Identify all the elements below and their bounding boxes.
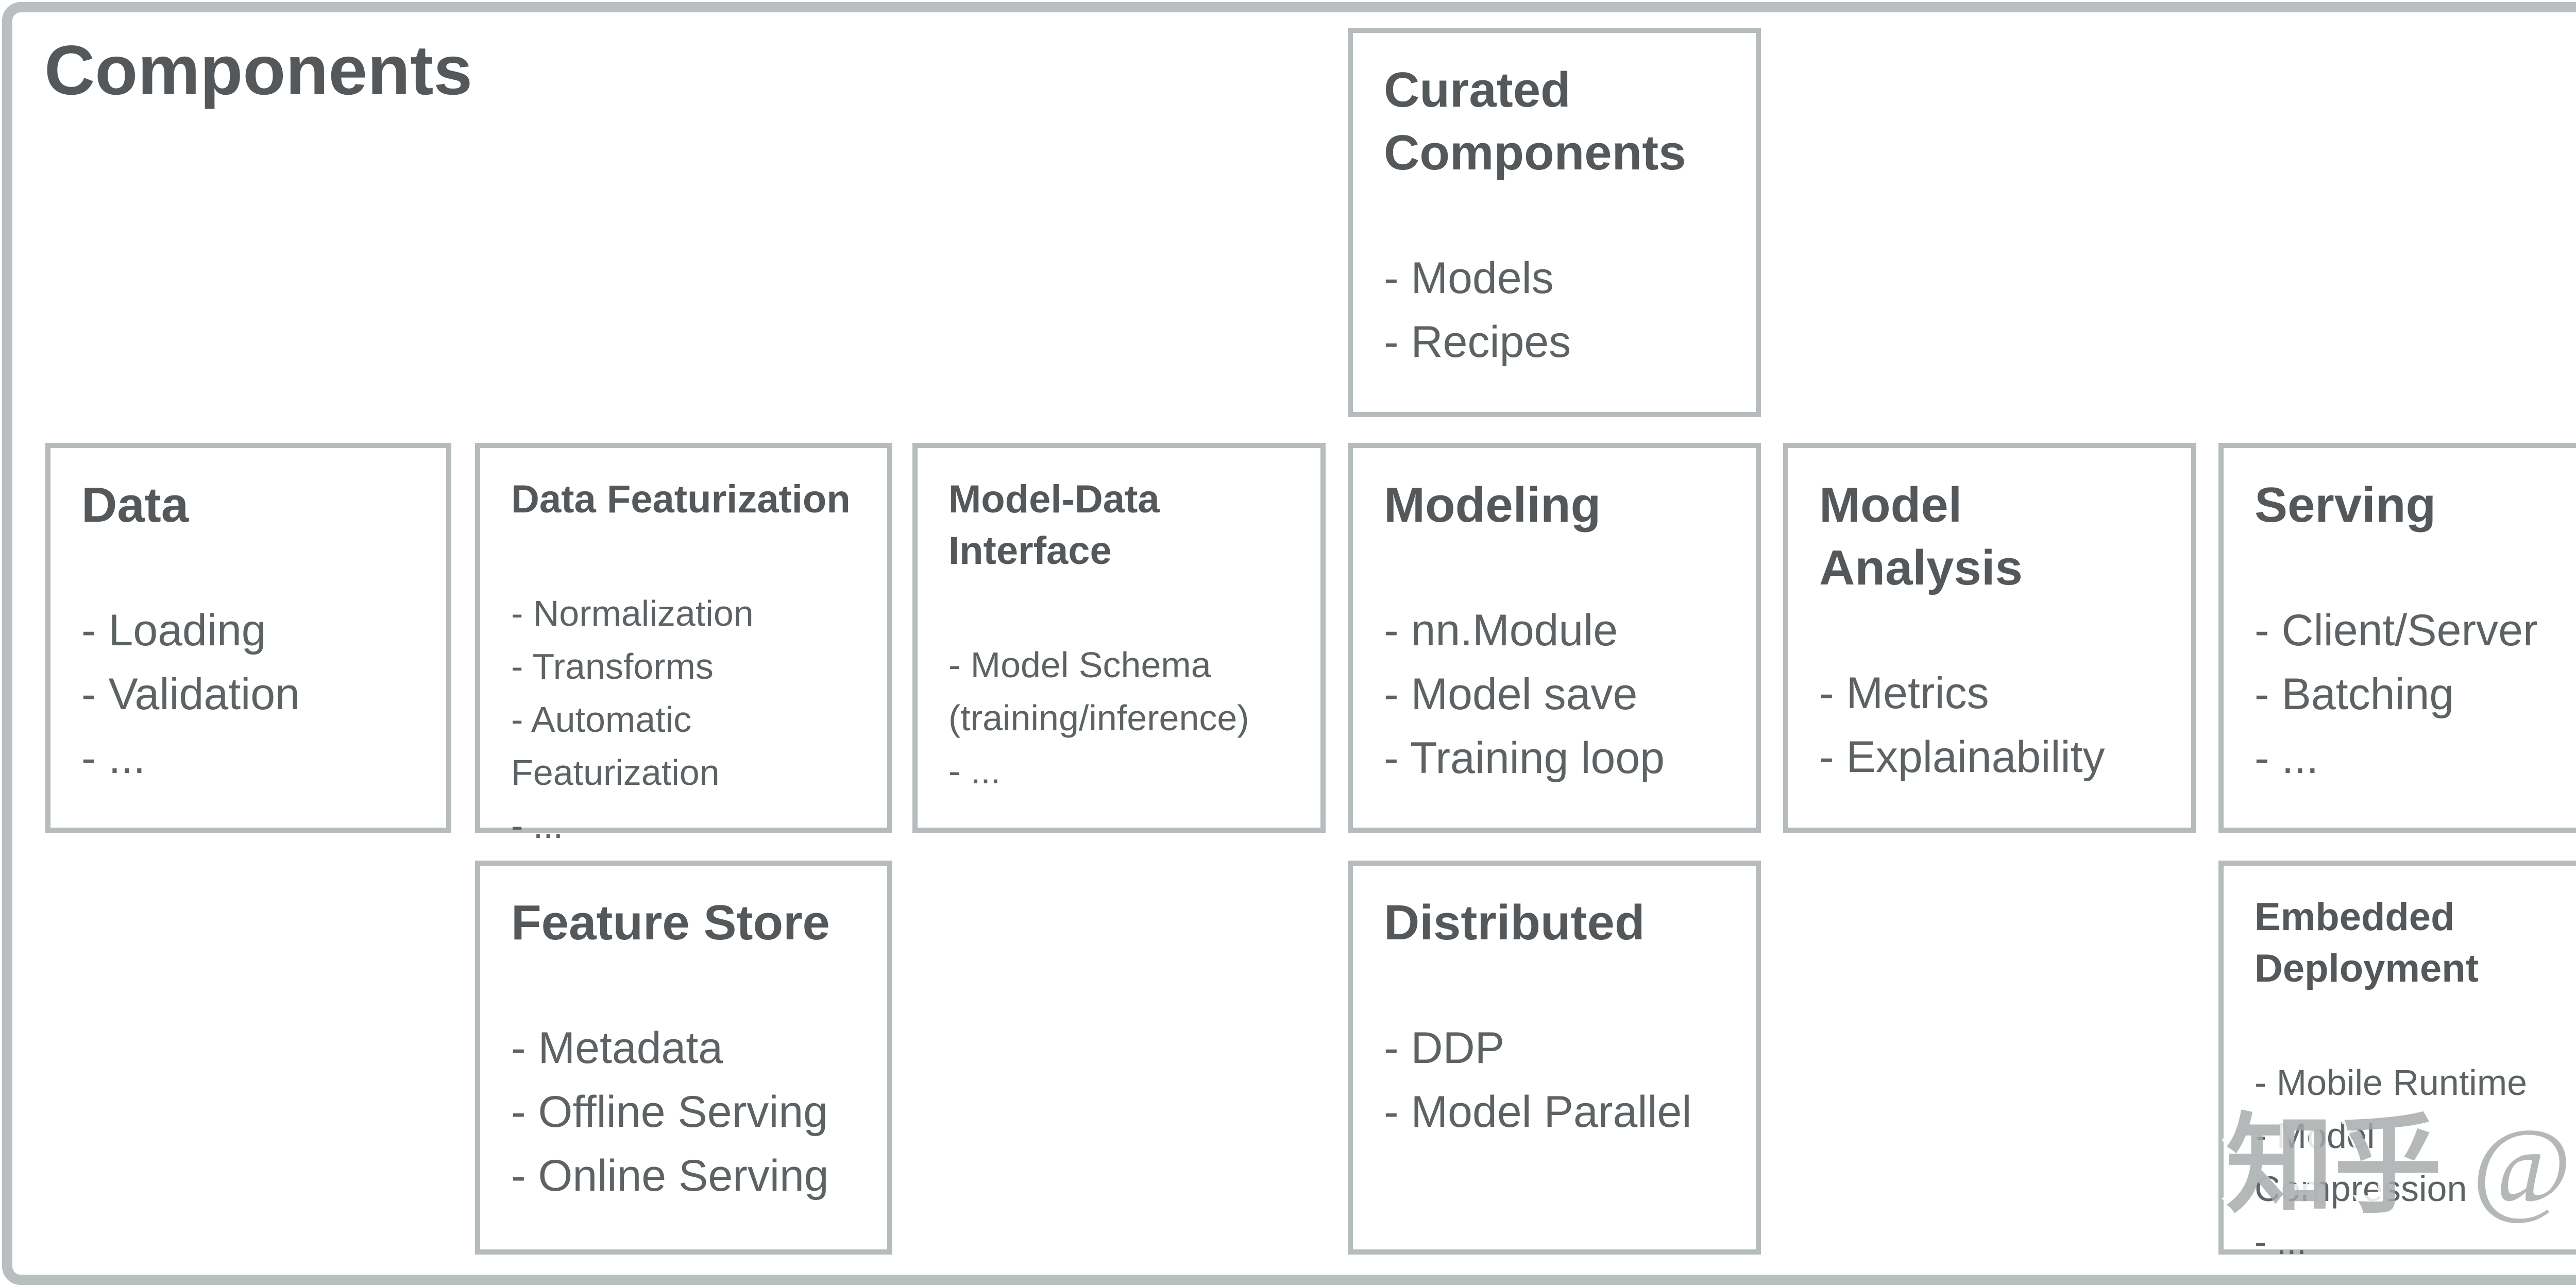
box-items: - Client/Server - Batching - ... [2255, 598, 2576, 790]
box-title-line: Modeling [1384, 477, 1601, 533]
list-item: - Normalization [511, 593, 754, 633]
box-title-line: Curated [1384, 62, 1571, 117]
box-title-line: Data Featurization [511, 477, 851, 521]
box-embedded-deployment: Embedded Deployment - Mobile Runtime - M… [2218, 861, 2576, 1262]
box-title: Model-Data Interface [948, 474, 1302, 577]
watermark-zhihu-logo: 知乎 [2226, 1105, 2443, 1226]
box-items: - Normalization - Transforms - Automatic… [511, 587, 869, 852]
list-item-continuation: (training/inference) [948, 698, 1249, 738]
list-item: - Offline Serving [511, 1087, 828, 1137]
list-item: - Model Schema [948, 645, 1211, 685]
box-items: - nn.Module - Model save - Training loop [1384, 598, 1737, 790]
list-item: - Metrics [1819, 668, 1989, 718]
list-item: - Models [1384, 253, 1554, 303]
box-model-data-interface: Model-Data Interface - Model Schema (tra… [912, 443, 1326, 833]
list-item: - Recipes [1384, 317, 1571, 367]
list-item: - Model [2255, 1116, 2375, 1156]
list-item: - Loading [81, 606, 266, 655]
list-item-continuation: Compression [2255, 1169, 2467, 1209]
list-item: - Online Serving [511, 1151, 829, 1200]
box-items: - Mobile Runtime - Model Compression - .… [2255, 1056, 2576, 1268]
box-title: Curated Components [1384, 59, 1737, 184]
box-title-line: Interface [948, 529, 1112, 573]
box-title: Data Featurization [511, 474, 869, 525]
box-items: - DDP - Model Parallel [1384, 1016, 1737, 1144]
list-item: - Validation [81, 670, 300, 719]
box-title-line: Data [81, 477, 189, 533]
box-model-analysis: Model Analysis - Metrics - Explainabilit… [1783, 443, 2196, 833]
box-title-line: Model-Data [948, 477, 1160, 521]
box-data: Data - Loading - Validation - ... [45, 443, 451, 833]
box-title-line: Deployment [2255, 947, 2479, 990]
box-title-line: Model Analysis [1819, 477, 2023, 595]
list-item: - Model save [1384, 670, 1638, 719]
list-item: - ... [948, 751, 1001, 791]
list-item: - Transforms [511, 646, 714, 687]
box-title: Model Analysis [1819, 474, 2173, 599]
box-items: - Loading - Validation - ... [81, 598, 428, 790]
list-item-continuation: Featurization [511, 752, 720, 793]
box-items: - Model Schema (training/inference) - ..… [948, 639, 1302, 798]
list-item: - Automatic [511, 699, 692, 740]
list-item: - DDP [1384, 1023, 1505, 1073]
box-title: Serving [2255, 474, 2576, 537]
box-feature-store: Feature Store - Metadata - Offline Servi… [475, 861, 892, 1255]
list-item: - Training loop [1384, 733, 1665, 783]
box-title: Distributed [1384, 891, 1737, 954]
box-title-line: Serving [2255, 477, 2436, 533]
list-item: - Metadata [511, 1023, 723, 1073]
box-curated-components: Curated Components - Models - Recipes [1348, 28, 1761, 417]
box-title: Modeling [1384, 474, 1737, 537]
box-title: Data [81, 474, 428, 537]
box-title: Feature Store [511, 891, 869, 954]
watermark: 知乎 @eyesighting [2226, 1077, 2576, 1234]
list-item: - Mobile Runtime [2255, 1062, 2528, 1103]
box-title-line: Feature Store [511, 895, 830, 950]
list-item: - ... [2255, 1222, 2307, 1262]
box-serving: Serving - Client/Server - Batching - ... [2218, 443, 2576, 833]
list-item: - Explainability [1819, 732, 2105, 782]
list-item: - Batching [2255, 670, 2454, 719]
box-title-line: Embedded [2255, 895, 2455, 939]
list-item: - ... [511, 805, 564, 846]
box-data-featurization: Data Featurization - Normalization - Tra… [475, 443, 892, 846]
list-item: - Client/Server [2255, 606, 2538, 655]
box-modeling: Modeling - nn.Module - Model save - Trai… [1348, 443, 1761, 833]
box-items: - Metadata - Offline Serving - Online Se… [511, 1016, 869, 1208]
watermark-author-handle: @eyesighting [2472, 1107, 2576, 1226]
list-item: - nn.Module [1384, 606, 1618, 655]
box-title: Embedded Deployment [2255, 891, 2576, 994]
box-distributed: Distributed - DDP - Model Parallel [1348, 861, 1761, 1255]
box-title-line: Components [1384, 125, 1686, 180]
box-title-line: Distributed [1384, 895, 1645, 950]
list-item: - ... [81, 733, 146, 783]
box-items: - Metrics - Explainability [1819, 661, 2173, 789]
box-items: - Models - Recipes [1384, 246, 1737, 374]
list-item: - ... [2255, 733, 2319, 783]
list-item: - Model Parallel [1384, 1087, 1692, 1137]
page-title: Components [44, 31, 473, 109]
